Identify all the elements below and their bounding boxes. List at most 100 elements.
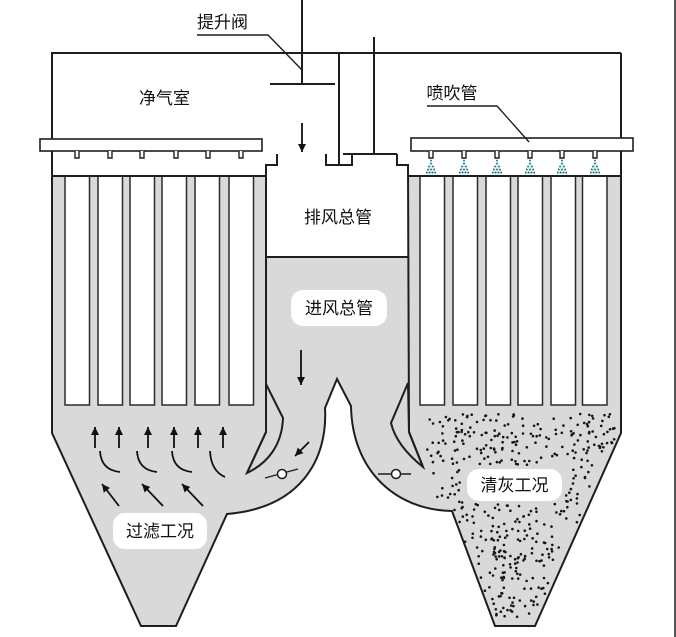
dust-particle [493, 551, 497, 555]
dust-particle [582, 448, 585, 451]
dust-particle [500, 576, 503, 579]
dust-particle [453, 508, 456, 512]
dust-particle [523, 459, 526, 463]
dust-particle [612, 438, 616, 441]
dust-particle [492, 602, 496, 605]
dust-particle [518, 599, 522, 602]
dust-particle [462, 442, 465, 446]
dust-particle [514, 443, 518, 447]
dust-particle [516, 572, 519, 576]
spray-droplet [559, 165, 561, 168]
dust-particle [454, 419, 457, 422]
dust-particle [550, 550, 554, 553]
dust-particle [491, 524, 495, 528]
right-lift-valve [343, 37, 397, 155]
flow-arc [209, 450, 226, 478]
dust-particle [472, 521, 476, 525]
dust-particle [448, 492, 452, 496]
spray-droplet [596, 165, 598, 168]
dust-particle [486, 455, 490, 459]
nozzle [173, 151, 179, 159]
exhaust-manifold-label: 排风总管 [304, 208, 372, 228]
dust-particle [516, 517, 519, 521]
dust-particle [531, 537, 534, 540]
clean-air-chamber-label: 净气室 [139, 89, 190, 109]
dust-particle [488, 586, 491, 589]
dust-particle [502, 563, 505, 567]
blow-pipe-leader-line [427, 105, 530, 143]
dust-particle [453, 493, 457, 496]
dust-particle [488, 571, 492, 574]
dust-particle [452, 440, 456, 444]
dust-particle [537, 586, 540, 589]
dust-particle [488, 462, 492, 466]
dust-particle [586, 459, 589, 463]
dust-particle [532, 603, 535, 607]
dust-particle [512, 596, 516, 600]
dust-particle [566, 505, 569, 509]
dust-particle [585, 451, 588, 455]
dust-particle [528, 459, 531, 463]
dust-particle [513, 562, 517, 565]
dust-particle [448, 417, 451, 421]
dust-particle [558, 512, 562, 516]
spray-cone [491, 159, 503, 175]
dust-particle [518, 573, 522, 576]
dust-particle [494, 567, 497, 570]
filter-bag [161, 175, 188, 406]
dust-particle [569, 430, 573, 433]
dust-particle [479, 535, 483, 538]
spray-droplet [465, 165, 467, 168]
dust-particle [575, 520, 579, 524]
dust-particle [489, 446, 493, 450]
dust-particle [479, 448, 483, 452]
dust-particle [535, 461, 538, 464]
dust-particle [534, 595, 538, 599]
dust-particle [523, 557, 526, 560]
dust-particle [511, 415, 515, 418]
spray-droplet [467, 171, 470, 174]
dust-particle [478, 462, 482, 466]
dust-particle [515, 440, 519, 443]
left-blow-pipe [39, 138, 263, 152]
dust-particle [511, 527, 514, 531]
dust-particle [586, 449, 589, 452]
dust-particle [504, 550, 507, 554]
spray-droplet [463, 159, 465, 162]
dust-particle [574, 451, 577, 454]
damper-pivot-icon [276, 468, 288, 480]
dust-particle [501, 435, 505, 439]
spray-droplet [592, 165, 594, 168]
spray-droplet [464, 171, 467, 174]
spray-droplet [428, 171, 431, 174]
spray-droplet [529, 168, 531, 171]
diagonal-arrow [181, 483, 204, 507]
pulse-spray [491, 159, 503, 175]
dust-particle [553, 502, 557, 506]
dust-particle [482, 418, 485, 422]
dust-particle [451, 484, 454, 488]
dust-particle [603, 413, 606, 417]
dust-particle [525, 579, 528, 583]
dust-particle [503, 556, 506, 559]
dust-particle [503, 536, 507, 539]
blow-pipe-label: 喷吹管 [427, 84, 478, 104]
dust-particle [502, 575, 506, 579]
dust-particle [532, 600, 535, 603]
diagonal-arrow [141, 483, 164, 507]
lift-valve-label: 提升阀 [197, 13, 248, 33]
dust-particle [499, 549, 502, 552]
dust-particle [562, 424, 565, 427]
spray-droplet [590, 168, 593, 171]
dust-particle [570, 433, 574, 436]
dust-particle [540, 559, 543, 562]
spray-droplet [597, 168, 600, 171]
spray-droplet [525, 168, 528, 171]
dust-particle [560, 431, 564, 435]
spray-droplet [434, 171, 437, 174]
dust-particle [446, 496, 450, 499]
label-background [291, 290, 387, 326]
inlet-manifold-label: 进风总管 [305, 299, 373, 319]
dust-particle [498, 535, 502, 538]
dust-particle [429, 454, 433, 458]
